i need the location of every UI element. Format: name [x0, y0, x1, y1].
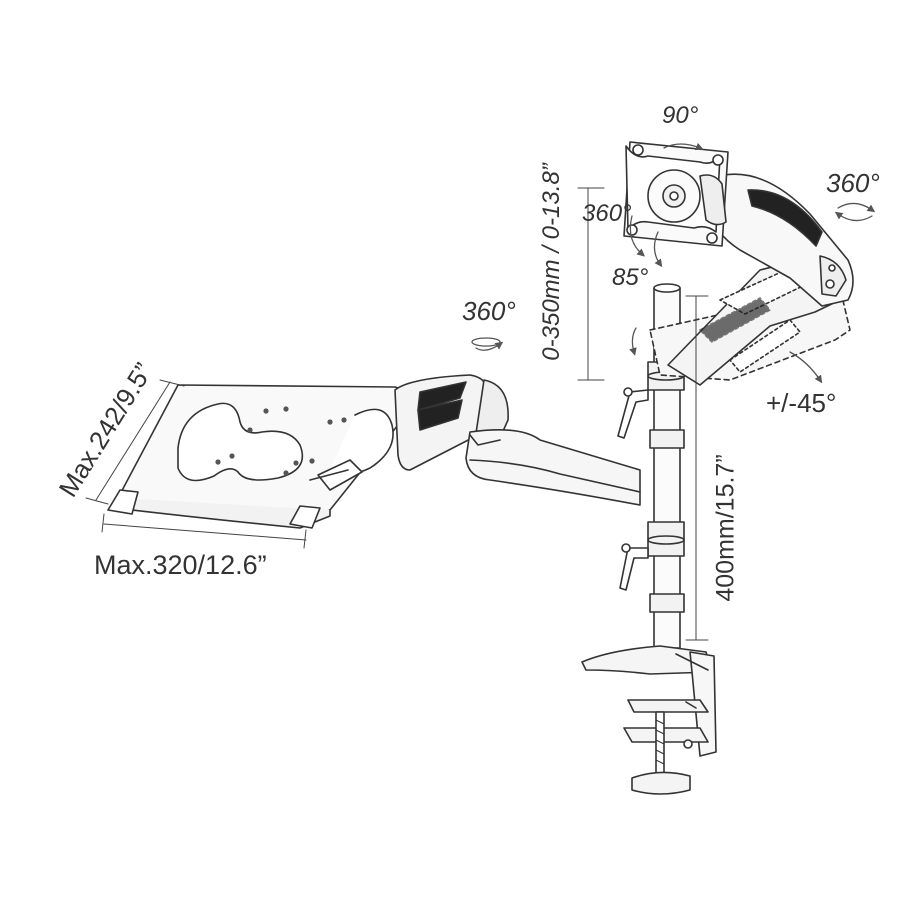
tray-screw-holes	[215, 406, 347, 476]
label-swivel-360-right: 360°	[826, 168, 880, 198]
label-tray-width: Max.320/12.6”	[94, 550, 267, 580]
monitor-arm	[649, 173, 854, 386]
vesa-plate	[623, 141, 729, 247]
label-height-adjust: 0-350mm / 0-13.8”	[538, 163, 565, 361]
laptop-arm	[394, 374, 641, 506]
mount-pole	[617, 283, 685, 649]
desk-clamp	[581, 645, 717, 795]
rotation-arrows	[471, 142, 876, 384]
label-tilt-45: +/-45°	[766, 388, 837, 418]
dimension-lines	[85, 187, 709, 641]
label-tilt-90: 90°	[662, 102, 699, 129]
label-tilt-85: 85°	[612, 264, 649, 291]
label-rotate-360: 360°	[582, 200, 632, 227]
laptop-tray	[107, 384, 413, 529]
label-pole-swivel-360: 360°	[462, 296, 516, 326]
label-pole-height: 400mm/15.7”	[711, 454, 740, 602]
